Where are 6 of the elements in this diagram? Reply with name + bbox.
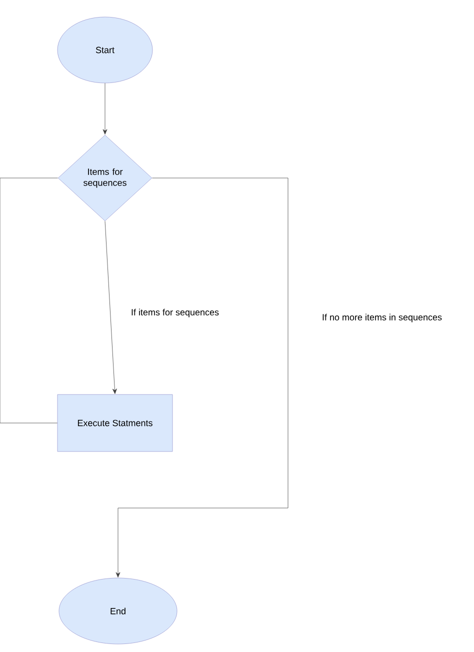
edge-label: If items for sequences	[130, 308, 220, 318]
process-box: Execute Statments	[57, 394, 173, 452]
arrow	[116, 178, 288, 578]
arrow	[102, 83, 108, 134]
arrow	[104, 221, 117, 394]
edge-label: If no more items in sequences	[320, 312, 444, 324]
